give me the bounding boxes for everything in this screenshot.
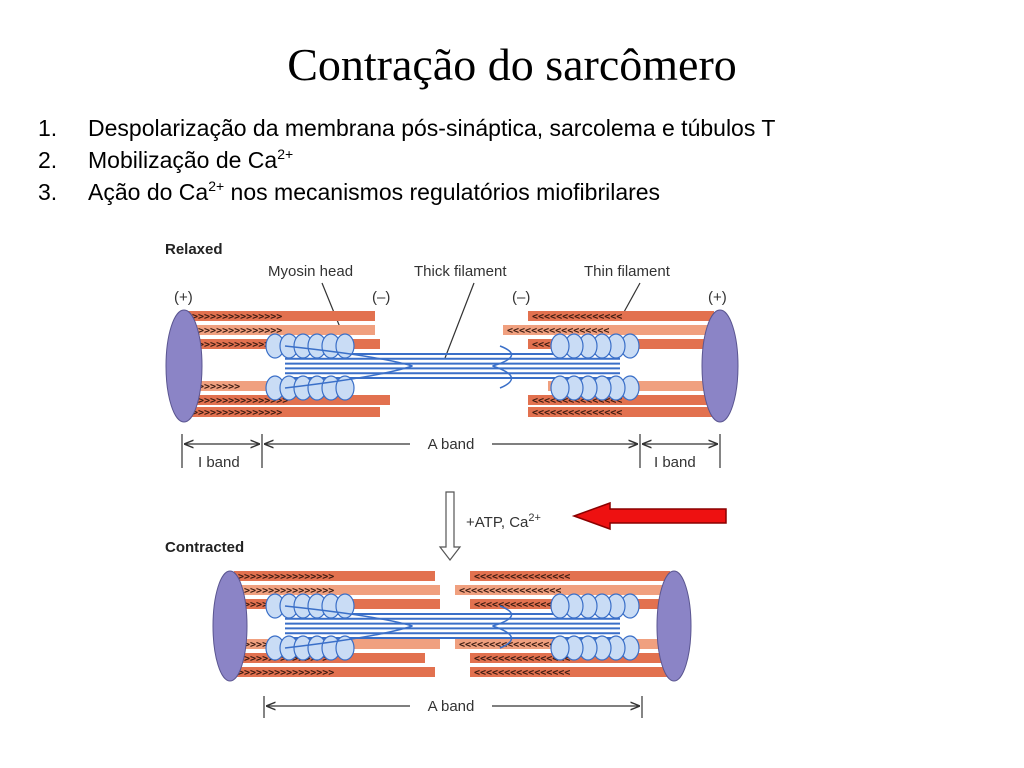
thin-filament: >>>>>>>>>>>>>>> [188, 325, 375, 337]
step-list: 1. Despolarização da membrana pós-sinápti… [38, 112, 775, 208]
atp-calcium-label: +ATP, Ca2+ [466, 512, 541, 531]
contracted-sarcomere: >>>>>>>>>>>>>>>>>>>>>>>>>>>>>>>>>>>>>>>>… [212, 570, 692, 682]
thin-filament: <<<<<<<<<<<<<<<< [470, 667, 670, 679]
list-number: 3. [38, 179, 58, 205]
thin-filament-label: Thin filament [584, 263, 671, 280]
thick-filament [265, 333, 640, 401]
list-text-after: nos mecanismos regulatórios miofibrilare… [224, 179, 661, 205]
svg-text:>>>>>>>>>>>>>>>: >>>>>>>>>>>>>>> [238, 654, 328, 665]
z-disc-left [165, 309, 203, 423]
red-arrow [571, 501, 727, 531]
myosin-filament [265, 593, 640, 661]
svg-text:>>>>>>>>>>>>>>>: >>>>>>>>>>>>>>> [192, 340, 282, 351]
thin-filament: <<<<<<<<<<<<<<< [528, 395, 714, 407]
myosin-filament [265, 333, 640, 401]
thin-filament: <<<<<<<<<<<<<<<<< [503, 325, 714, 337]
myosin-head [335, 635, 355, 661]
list-text: Ação do Ca [88, 179, 209, 205]
a-band-label-relaxed: A band [428, 436, 475, 453]
i-band-label-right: I band [654, 454, 696, 471]
svg-text:<<<<<<<<<<<<<<<<: <<<<<<<<<<<<<<<< [474, 668, 570, 679]
thin-filament: <<<<<<<<<<<<<<<< [470, 571, 670, 583]
contracted-label: Contracted [165, 539, 244, 556]
list-item: 2. Mobilização de Ca2+ [38, 144, 775, 176]
myosin-head-label: Myosin head [268, 263, 353, 280]
slide-title: Contração do sarcômero [287, 39, 737, 90]
polarity-minus-left: (–) [372, 289, 390, 306]
svg-text:>>>>>>>>>>>>>>>>: >>>>>>>>>>>>>>>> [192, 396, 288, 407]
svg-text:>>>>>>>>>>>>>>>: >>>>>>>>>>>>>>> [192, 326, 282, 337]
myosin-head [550, 333, 570, 359]
thin-filaments-left: >>>>>>>>>>>>>>>>>>>>>>>>>>>>>>>>>>>>>>>>… [188, 311, 390, 419]
thin-filament: <<<<<<<<<<<<<<< [528, 407, 714, 419]
list-item: 3. Ação do Ca2+ nos mecanismos regulatóri… [38, 176, 775, 208]
z-disc-left [212, 570, 248, 682]
svg-text:<<<<<<<<<<<<<<<<: <<<<<<<<<<<<<<<< [474, 600, 570, 611]
polarity-plus-right: (+) [708, 289, 727, 306]
svg-text:<<<<<<<<<<<<<<<: <<<<<<<<<<<<<<< [532, 396, 622, 407]
myosin-head [550, 593, 570, 619]
svg-text:<<<<<<<<<<<<<<<: <<<<<<<<<<<<<<< [532, 408, 622, 419]
svg-text:<<<<<<<<<<<<<<<<: <<<<<<<<<<<<<<<< [474, 654, 570, 665]
myosin-head [550, 375, 570, 401]
svg-text:<<<<<<<<<<<<<<<: <<<<<<<<<<<<<<< [532, 312, 622, 323]
superscript: 2+ [277, 146, 294, 162]
relaxed-sarcomere: >>>>>>>>>>>>>>>>>>>>>>>>>>>>>>>>>>>>>>>>… [165, 309, 739, 423]
svg-text:<<<<<<<<<<<<<<<<: <<<<<<<<<<<<<<<< [474, 572, 570, 583]
list-text: Despolarização da membrana pós-sináptica… [88, 115, 776, 141]
relaxed-label: Relaxed [165, 241, 223, 258]
myosin-head [550, 635, 570, 661]
relaxed-band-markers [181, 434, 721, 468]
transition-arrow [438, 491, 462, 561]
thin-filament: >>>>>>>>>>>>>>> [188, 407, 380, 419]
svg-text:>>>>>>>>>>>>>>>>: >>>>>>>>>>>>>>>> [238, 572, 334, 583]
polarity-plus-left: (+) [174, 289, 193, 306]
svg-text:<<<<<<<<<<<<<<<<<: <<<<<<<<<<<<<<<<< [459, 640, 561, 651]
list-item: 1. Despolarização da membrana pós-sinápti… [38, 112, 775, 144]
svg-text:>>>>>>>>>>>>>>>>: >>>>>>>>>>>>>>>> [238, 668, 334, 679]
thin-filament: >>>>>>>> [188, 381, 300, 393]
thin-filaments-right: <<<<<<<<<<<<<<<<<<<<<<<<<<<<<<<<<<<<<<<<… [503, 311, 714, 419]
superscript: 2+ [208, 178, 225, 194]
svg-text:>>>>>>>>>>>>>>>>: >>>>>>>>>>>>>>>> [238, 586, 334, 597]
polarity-minus-right: (–) [512, 289, 530, 306]
thick-filament-label: Thick filament [414, 263, 507, 280]
a-band-label-contracted: A band [428, 698, 475, 715]
list-number: 1. [38, 115, 58, 141]
svg-text:>>>>>>>>>>>>>>>: >>>>>>>>>>>>>>> [192, 408, 282, 419]
thin-filament: >>>>>>>>>>>>>>> [188, 311, 375, 323]
z-disc-right [701, 309, 739, 423]
svg-text:<<<<<<<<<<<<<<<<<: <<<<<<<<<<<<<<<<< [507, 326, 609, 337]
svg-text:>>>>>>>>: >>>>>>>> [192, 382, 240, 393]
thin-filament: <<<<<<<<<<<<<<< [528, 311, 714, 323]
svg-text:>>>>>>>>>>>>>>>: >>>>>>>>>>>>>>> [192, 312, 282, 323]
contracted-band-markers [263, 696, 643, 718]
thin-filament: >>>>>>>>>>>>>>>> [234, 585, 440, 597]
thin-filament: >>>>>>>>>>>>>>>> [234, 571, 435, 583]
list-text: Mobilização de Ca [88, 147, 278, 173]
myosin-head [335, 375, 355, 401]
z-disc-right [656, 570, 692, 682]
thin-filaments-right: <<<<<<<<<<<<<<<<<<<<<<<<<<<<<<<<<<<<<<<<… [455, 571, 670, 679]
svg-text:<<<<<<<<<<<<<<<<<: <<<<<<<<<<<<<<<<< [459, 586, 561, 597]
thin-filament: <<<<<<<<<<<<<<<<< [455, 585, 670, 597]
thick-filament [265, 593, 640, 661]
thin-filament: >>>>>>>>>>>>>>>> [234, 667, 435, 679]
list-number: 2. [38, 147, 58, 173]
i-band-label-left: I band [198, 454, 240, 471]
